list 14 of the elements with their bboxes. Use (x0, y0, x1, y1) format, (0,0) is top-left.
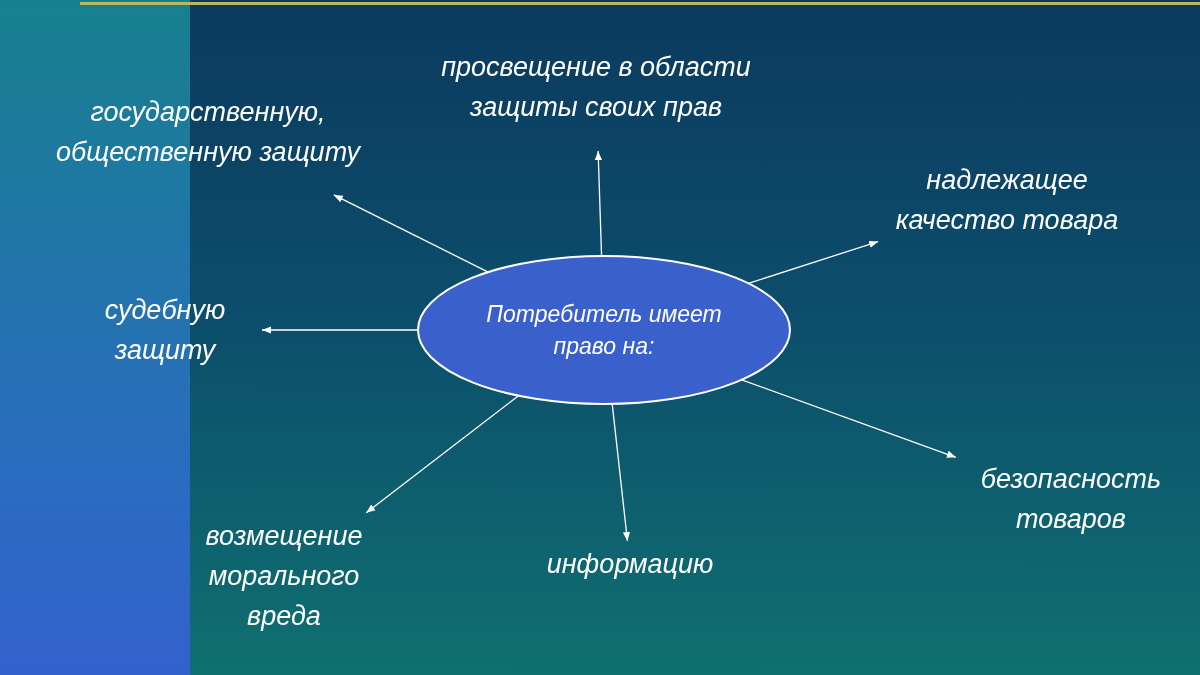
node-label: просвещение в области защиты своих прав (440, 51, 752, 124)
arrow (365, 395, 520, 514)
node-label: Потребитель имеет право на: (485, 300, 723, 361)
node-label: государственную, общественную защиту (54, 96, 362, 169)
arrow (747, 240, 879, 285)
arrow (740, 379, 957, 458)
node-label: возмещение морального вреда (204, 520, 364, 633)
node-label: судебную защиту (103, 294, 227, 367)
node-label: безопасность товаров (979, 463, 1163, 536)
arrow (261, 326, 419, 334)
node-label: информацию (546, 548, 714, 581)
arrow (594, 150, 603, 257)
arrow (611, 403, 631, 542)
node-label: надлежащее качество товара (894, 164, 1120, 237)
